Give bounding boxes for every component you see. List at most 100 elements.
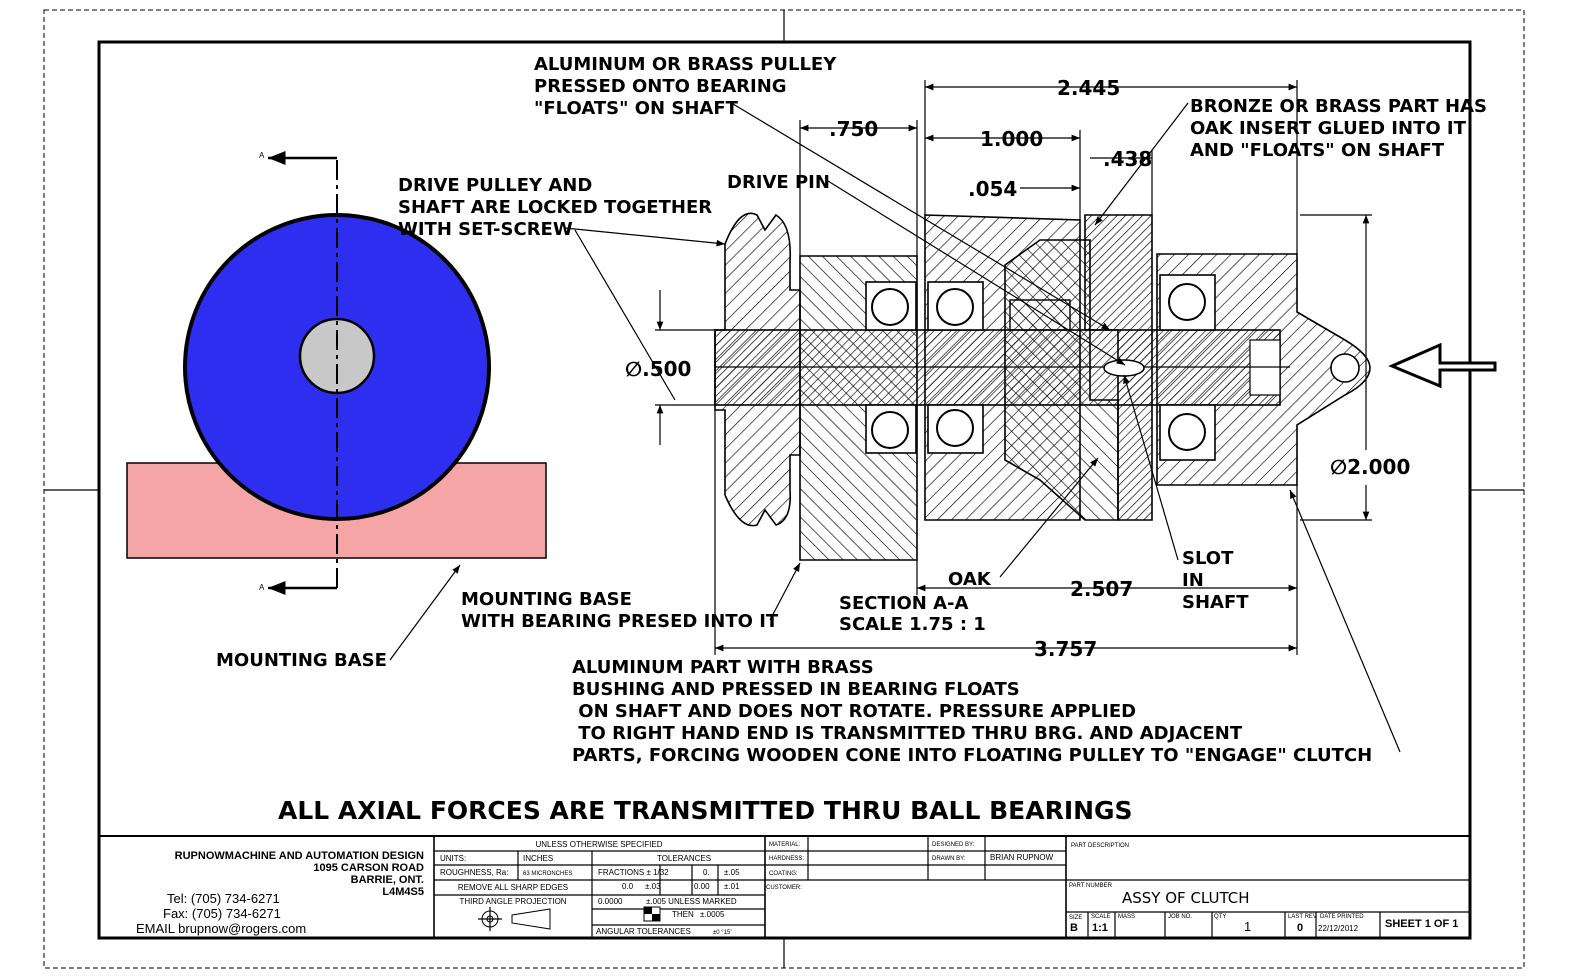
drawn-by-value: BRIAN RUPNOW <box>990 853 1054 862</box>
hardness-label: HARDNESS: <box>769 856 804 862</box>
units-label: UNITS: <box>440 854 466 863</box>
third-angle-projection-icon <box>478 907 551 931</box>
note-drive-3: WITH SET-SCREW <box>398 219 573 240</box>
roughness-value: 63 MICRONCHES <box>523 871 572 877</box>
dim-dia-500: ∅.500 <box>625 357 691 381</box>
note-aluminum-1: ALUMINUM PART WITH BRASS <box>572 657 874 678</box>
note-pulley-3: "FLOATS" ON SHAFT <box>534 98 739 119</box>
part-description-label: PART DESCRIPTION <box>1071 843 1129 849</box>
tol-b1: 0.0 <box>622 882 634 891</box>
note-slot-2: IN <box>1182 570 1204 591</box>
material-label: MATERIAL: <box>769 842 801 848</box>
note-aluminum-4: TO RIGHT HAND END IS TRANSMITTED THRU BR… <box>572 723 1243 744</box>
note-oak: OAK <box>948 569 992 590</box>
rev-value: 0 <box>1297 922 1303 934</box>
part-number-label: PART NUMBER <box>1069 883 1113 889</box>
scale-value: 1:1 <box>1092 922 1108 934</box>
note-drive-2: SHAFT ARE LOCKED TOGETHER <box>398 197 712 218</box>
dim-2507: 2.507 <box>1070 577 1133 601</box>
qty-label: QTY <box>1214 914 1226 920</box>
remove-edges: REMOVE ALL SHARP EDGES <box>458 883 568 892</box>
size-value: B <box>1070 922 1078 934</box>
fractions: FRACTIONS ± 1/32 <box>598 868 669 877</box>
unless-specified: UNLESS OTHERWISE SPECIFIED <box>536 840 663 849</box>
dim-1000: 1.000 <box>980 127 1043 151</box>
tol-b2: ±.03 <box>645 882 661 891</box>
qty-value: 1 <box>1244 919 1251 934</box>
job-label: JOB NO. <box>1168 914 1192 920</box>
projection-label: THIRD ANGLE PROJECTION <box>459 897 566 906</box>
section-scale: SCALE 1.75 : 1 <box>839 614 986 635</box>
units-value: INCHES <box>523 854 553 863</box>
company-tel: Tel: (705) 734-6271 <box>167 891 280 906</box>
tol-c2: ±.005 UNLESS MARKED <box>646 897 737 906</box>
note-bronze-1: BRONZE OR BRASS PART HAS <box>1190 96 1487 117</box>
tol-b4: ±.01 <box>724 882 740 891</box>
date-label: DATE PRINTED <box>1320 914 1364 920</box>
notes: ALUMINUM OR BRASS PULLEY PRESSED ONTO BE… <box>216 54 1487 825</box>
tol-a1: 0. <box>703 868 710 877</box>
sheet-border <box>43 9 1525 969</box>
tolerance-symbol-icon <box>643 906 661 922</box>
company-street: 1095 CARSON ROAD <box>313 862 424 874</box>
company-postal: L4M4S5 <box>382 886 424 898</box>
part-number: ASSY OF CLUTCH <box>1122 889 1250 907</box>
note-bronze-3: AND "FLOATS" ON SHAFT <box>1190 140 1445 161</box>
mass-label: MASS <box>1118 914 1135 920</box>
tol-c3: THEN <box>672 910 694 919</box>
note-mounting-base-2: WITH BEARING PRESED INTO IT <box>461 611 779 632</box>
company-city: BARRIE, ONT. <box>351 874 424 886</box>
sheet-number: SHEET 1 OF 1 <box>1385 918 1458 930</box>
note-pulley-1: ALUMINUM OR BRASS PULLEY <box>534 54 837 75</box>
scale-label: SCALE <box>1091 914 1111 920</box>
tol-c4: ±.0005 <box>700 910 725 919</box>
company-email: EMAIL brupnow@rogers.com <box>136 921 306 936</box>
dim-3757: 3.757 <box>1034 637 1097 661</box>
force-arrow <box>1388 342 1497 389</box>
dimension-lines <box>655 80 1372 655</box>
section-view <box>714 212 1497 561</box>
roughness-label: ROUGHNESS, Ra: <box>440 868 508 877</box>
note-aluminum-5: PARTS, FORCING WOODEN CONE INTO FLOATING… <box>572 745 1372 766</box>
note-aluminum-2: BUSHING AND PRESSED IN BEARING FLOATS <box>572 679 1020 700</box>
size-label: SIZE <box>1069 915 1082 921</box>
company-name: RUPNOWMACHINE AND AUTOMATION DESIGN <box>175 850 424 862</box>
section-marker-top: A <box>259 151 265 160</box>
tol-c1: 0.0000 <box>598 897 623 906</box>
dim-750: .750 <box>829 117 878 141</box>
section-title: SECTION A-A <box>839 593 968 614</box>
section-marker-bottom: A <box>259 583 265 592</box>
note-mounting-base-1: MOUNTING BASE <box>461 589 632 610</box>
note-mounting-base-left: MOUNTING BASE <box>216 650 387 671</box>
tol-a2: ±.05 <box>724 868 740 877</box>
date-value: 22/12/2012 <box>1318 924 1359 933</box>
title-block: RUPNOWMACHINE AND AUTOMATION DESIGN 1095… <box>99 835 1470 938</box>
bearings <box>865 274 1216 461</box>
dim-2445: 2.445 <box>1057 76 1120 100</box>
angular-value: ±0 °15' <box>713 930 732 936</box>
note-slot-3: SHAFT <box>1182 592 1249 613</box>
tol-b3: 0.00 <box>694 882 710 891</box>
coating-label: COATING: <box>769 871 798 877</box>
dimension-values: 2.445 .750 1.000 .438 .054 ∅.500 ∅2.000 … <box>625 76 1410 661</box>
drawn-by-label: DRAWN BY: <box>932 856 966 862</box>
note-drive-pin: DRIVE PIN <box>727 172 830 193</box>
rev-label: LAST REV <box>1288 914 1317 920</box>
angular-label: ANGULAR TOLERANCES <box>596 927 691 936</box>
dim-054: .054 <box>968 177 1017 201</box>
designed-by-label: DESIGNED BY: <box>932 842 975 848</box>
note-pulley-2: PRESSED ONTO BEARING <box>534 76 787 97</box>
note-drive-1: DRIVE PULLEY AND <box>398 175 592 196</box>
note-aluminum-3: ON SHAFT AND DOES NOT ROTATE. PRESSURE A… <box>572 701 1136 722</box>
company-fax: Fax: (705) 734-6271 <box>163 906 281 921</box>
leader-lines <box>564 102 1401 753</box>
dim-dia-2000: ∅2.000 <box>1330 455 1410 479</box>
footer-note: ALL AXIAL FORCES ARE TRANSMITTED THRU BA… <box>278 796 1133 825</box>
dim-438: .438 <box>1103 147 1152 171</box>
customer-label: CUSTOMER: <box>766 885 802 891</box>
note-bronze-2: OAK INSERT GLUED INTO IT <box>1190 118 1467 139</box>
note-slot-1: SLOT <box>1182 548 1234 569</box>
tolerances-heading: TOLERANCES <box>657 854 711 863</box>
end-view: A A <box>126 151 547 661</box>
